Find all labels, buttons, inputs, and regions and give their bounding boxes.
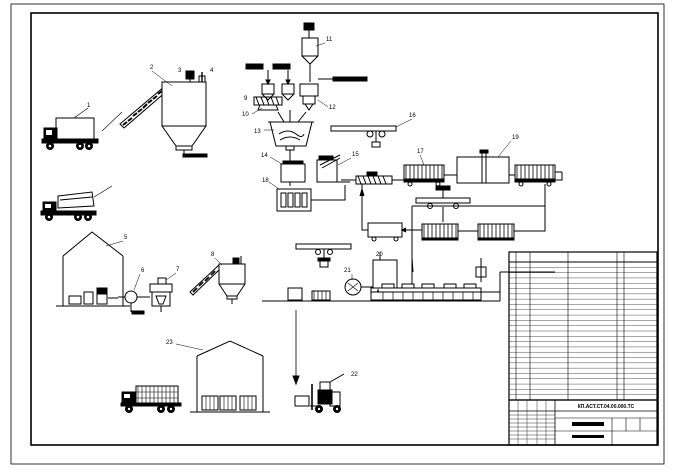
number-label-19: 19 bbox=[512, 135, 519, 141]
leader-14 bbox=[269, 156, 283, 165]
title-block bbox=[508, 399, 658, 446]
return-conveyor-loop bbox=[359, 184, 546, 258]
leader-18 bbox=[268, 181, 280, 190]
specification-table-rows bbox=[509, 267, 657, 395]
number-label-12: 12 bbox=[329, 105, 336, 111]
leader-2 bbox=[151, 70, 173, 87]
number-label-16: 16 bbox=[409, 113, 416, 119]
equipment-6-pump bbox=[118, 290, 150, 315]
leader-19 bbox=[497, 140, 512, 158]
equipment-22-forklift bbox=[294, 373, 345, 413]
number-label-21: 21 bbox=[344, 268, 351, 274]
number-label-6: 6 bbox=[141, 268, 145, 274]
leader-12 bbox=[317, 99, 329, 108]
specification-table bbox=[508, 251, 658, 401]
equipment-8-small-silo bbox=[189, 256, 246, 304]
equipment-12-weigher bbox=[299, 76, 368, 111]
number-label-9: 9 bbox=[244, 96, 248, 102]
truck-to-silo-arrow bbox=[101, 111, 123, 132]
number-label-14: 14 bbox=[261, 153, 268, 159]
leader-6 bbox=[133, 273, 141, 291]
small-hoppers-row bbox=[245, 63, 295, 101]
equipment-7-filter-unit bbox=[149, 277, 173, 312]
equipment-5-storage-building bbox=[56, 231, 130, 307]
equipment-23-warehouse bbox=[190, 340, 270, 413]
leader-7 bbox=[165, 272, 177, 281]
number-label-4: 4 bbox=[210, 68, 214, 74]
equipment-4-valve bbox=[198, 72, 206, 83]
number-label-11: 11 bbox=[326, 37, 333, 43]
leader-17 bbox=[419, 154, 425, 166]
number-label-8: 8 bbox=[211, 252, 215, 258]
pallet-conveyor bbox=[370, 257, 555, 301]
leader-15 bbox=[337, 157, 352, 166]
number-label-2: 2 bbox=[150, 65, 154, 71]
equipment-16-overhead-crane bbox=[330, 118, 413, 148]
leader-10 bbox=[251, 107, 263, 115]
number-label-10: 10 bbox=[242, 112, 249, 118]
number-label-13: 13 bbox=[254, 129, 261, 135]
transfer-crane bbox=[295, 243, 352, 268]
equipment-1-supply-truck bbox=[41, 107, 99, 150]
leader-11 bbox=[315, 42, 326, 47]
number-label-5: 5 bbox=[124, 235, 128, 241]
dispatch-truck bbox=[120, 385, 182, 413]
number-label-17: 17 bbox=[417, 149, 424, 155]
number-label-15: 15 bbox=[352, 152, 359, 158]
production-conveyor-line bbox=[341, 149, 563, 187]
equipment-2-silo-with-conveyor bbox=[119, 81, 208, 158]
outer-sheet-border bbox=[10, 3, 665, 465]
drawing-code: КП.АСТ.СТ.04.00.000.ТС bbox=[578, 404, 635, 410]
number-label-18: 18 bbox=[262, 178, 269, 184]
equipment-9-screw-conveyor bbox=[253, 96, 283, 111]
equipment-18-mold-rack bbox=[276, 185, 346, 212]
number-label-23: 23 bbox=[166, 340, 173, 346]
number-label-22: 22 bbox=[351, 372, 358, 378]
number-label-20: 20 bbox=[376, 252, 383, 258]
dump-truck bbox=[40, 191, 97, 221]
dump-truck-arrow bbox=[93, 185, 113, 198]
leader-8 bbox=[214, 257, 223, 266]
equipment-11-dosing-bin bbox=[301, 22, 319, 82]
equipment-15-vibro-press bbox=[316, 154, 350, 183]
equipment-14-forming-machine bbox=[280, 160, 306, 186]
inner-drawing-frame bbox=[30, 12, 659, 446]
equipment-3-filter bbox=[185, 70, 195, 82]
leader-23 bbox=[175, 343, 204, 351]
number-label-7: 7 bbox=[176, 267, 180, 273]
number-label-1: 1 bbox=[87, 103, 91, 109]
number-label-3: 3 bbox=[178, 68, 182, 74]
equipment-13-mixer bbox=[268, 110, 314, 162]
leader-5 bbox=[105, 240, 124, 247]
flow-arrow-to-forklift bbox=[292, 310, 300, 386]
